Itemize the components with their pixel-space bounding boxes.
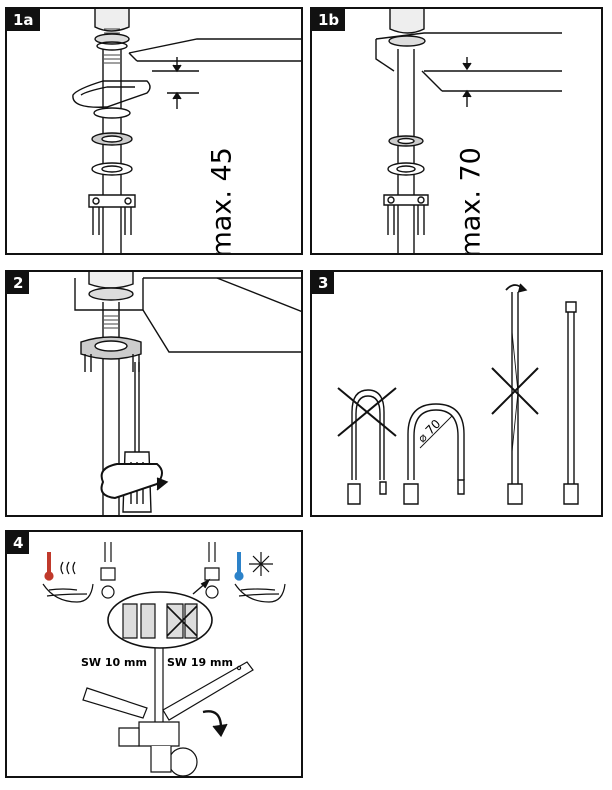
panel-4: 4 <box>5 530 303 778</box>
hot-water-icon <box>42 552 94 603</box>
panel-label: 1b <box>312 9 346 31</box>
wrench-size-small-label: SW 10 mm <box>81 656 147 669</box>
wrench-size-large-label: SW 19 mm <box>167 656 233 669</box>
illustration-mounting-thick-deck <box>375 9 562 253</box>
panel-label: 1a <box>7 9 40 31</box>
panel-label: 3 <box>312 272 335 294</box>
panel-label: 2 <box>7 272 30 294</box>
illustration-hose-bending-rules <box>337 283 579 505</box>
dimension-label: max. 70 <box>455 147 487 255</box>
illustration-connect-supply-lines <box>42 542 286 776</box>
dimension-label: max. 45 <box>206 147 238 255</box>
cold-water-icon <box>234 552 286 603</box>
illustration-mounting-thin-deck <box>72 9 301 253</box>
panel-2: 2 <box>5 270 303 517</box>
panel-label: 4 <box>7 532 30 554</box>
panel-1a: 1a <box>5 7 303 255</box>
panel-1b: 1b max. 70 <box>310 7 603 255</box>
panel-3: 3 <box>310 270 603 517</box>
illustration-tighten-with-screwdriver <box>74 272 301 515</box>
